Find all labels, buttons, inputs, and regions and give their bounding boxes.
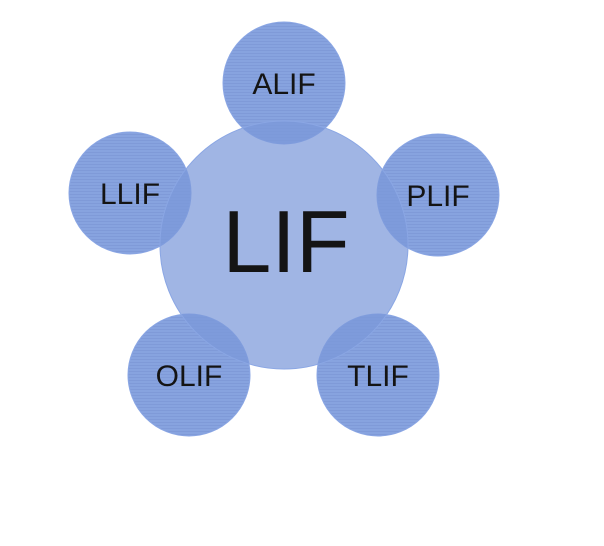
label-llif: LLIF: [100, 178, 160, 211]
label-olif: OLIF: [156, 360, 223, 393]
label-tlif: TLIF: [347, 360, 409, 393]
circle-lif: [159, 120, 409, 370]
label-plif: PLIF: [406, 180, 469, 213]
label-alif: ALIF: [252, 68, 315, 101]
center-label: LIF: [222, 192, 349, 291]
center-node: [159, 120, 409, 370]
